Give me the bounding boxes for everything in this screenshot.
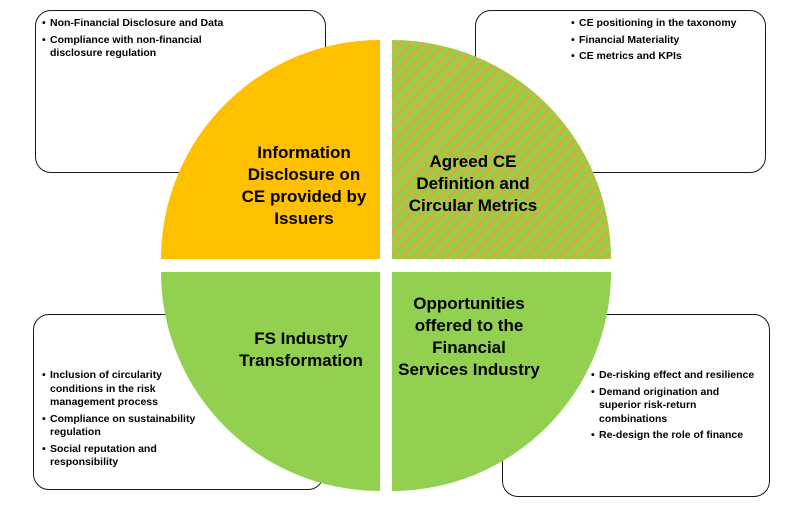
opportunities-quadrant: [392, 272, 611, 491]
information-disclosure-label: Information Disclosure on CE provided by…: [241, 143, 367, 228]
bullet-item: Compliance on sustainability regulation: [42, 413, 207, 440]
bottom-left-bullet-list: Inclusion of circularity conditions in t…: [42, 369, 207, 473]
top-right-bullet-list: CE positioning in the taxonomy Financial…: [571, 17, 761, 67]
agreed-definition-label: Agreed CE Definition and Circular Metric…: [408, 152, 538, 215]
agreed-definition-quadrant: [392, 40, 611, 259]
bullet-item: Re-design the role of finance: [591, 429, 761, 443]
opportunities-label: Opportunities offered to the Financial S…: [398, 294, 540, 379]
industry-transformation-quadrant: [161, 272, 380, 491]
industry-transformation-label: FS Industry Transformation: [239, 329, 363, 370]
bullet-item: CE positioning in the taxonomy: [571, 17, 761, 31]
bullet-item: Compliance with non-financial disclosure…: [42, 34, 242, 61]
bullet-item: Social reputation and responsibility: [42, 443, 207, 470]
information-disclosure-quadrant: [161, 40, 380, 259]
bullet-item: CE metrics and KPIs: [571, 50, 761, 64]
bullet-item: Demand origination and superior risk-ret…: [591, 386, 761, 427]
bullet-item: Non-Financial Disclosure and Data: [42, 17, 242, 31]
bullet-item: De-risking effect and resilience: [591, 369, 761, 383]
bullet-item: Inclusion of circularity conditions in t…: [42, 369, 207, 410]
bottom-right-bullet-list: De-risking effect and resilience Demand …: [591, 369, 761, 446]
bullet-item: Financial Materiality: [571, 34, 761, 48]
top-left-bullet-list: Non-Financial Disclosure and Data Compli…: [42, 17, 242, 64]
